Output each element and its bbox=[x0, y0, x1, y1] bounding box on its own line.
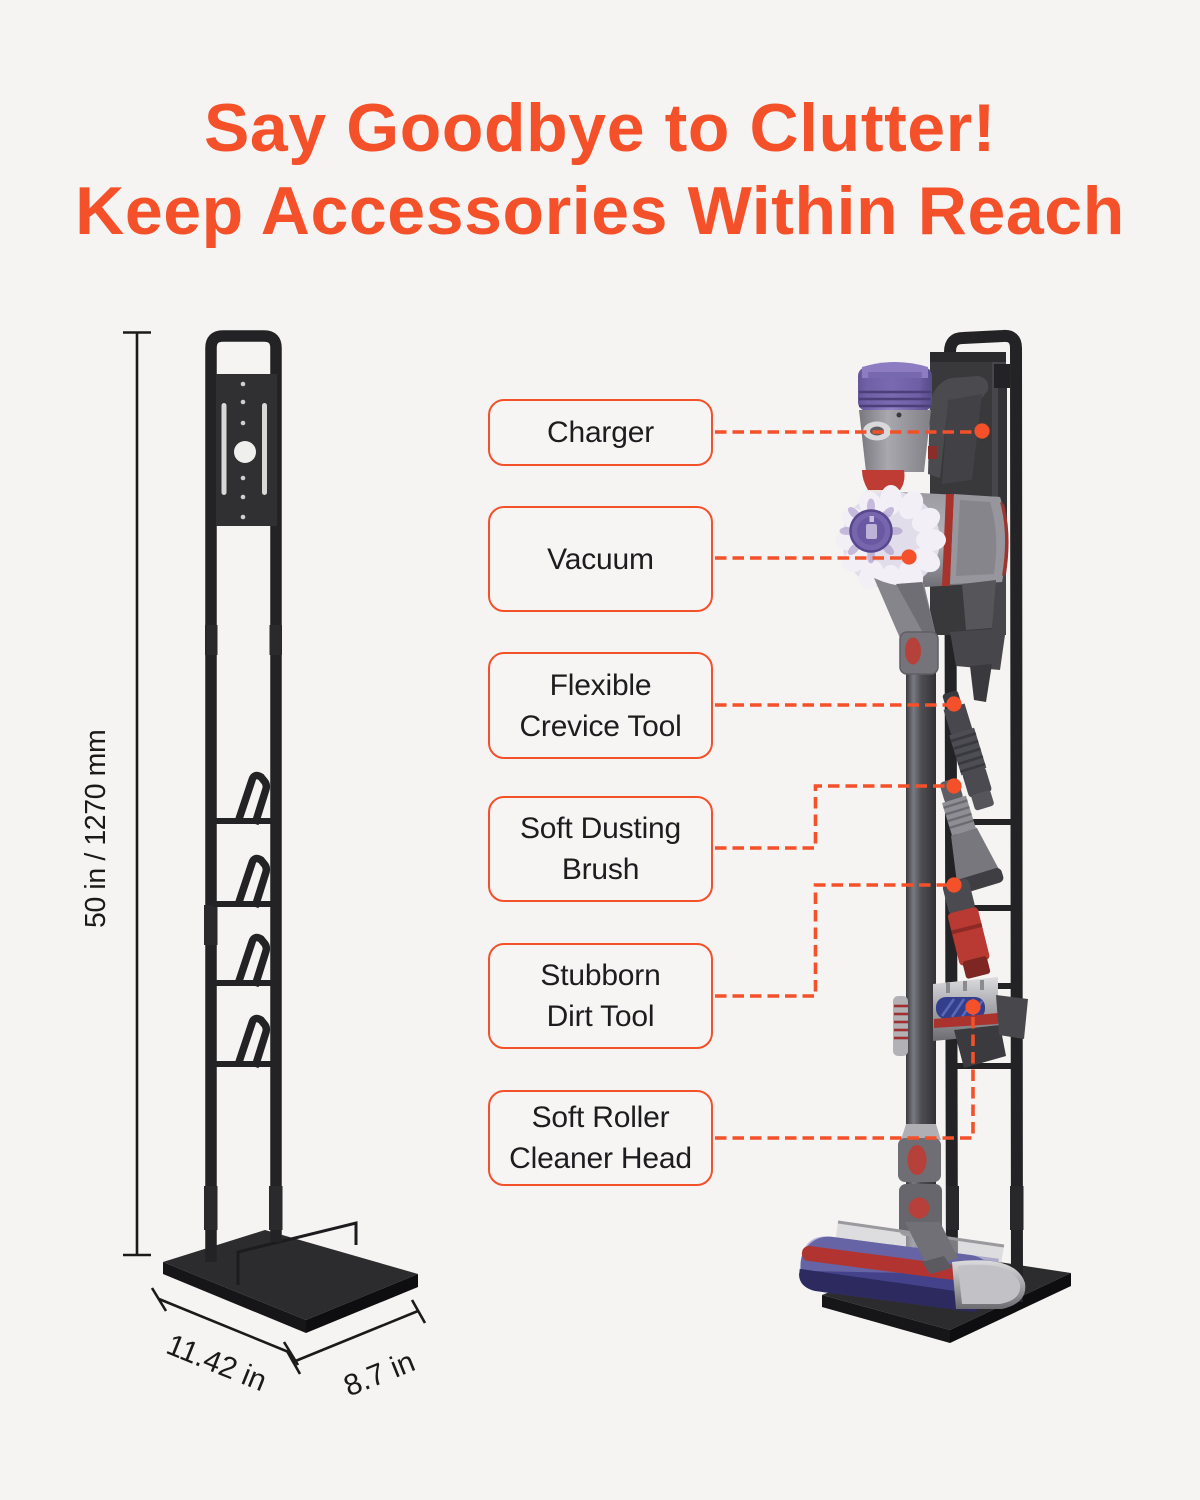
svg-text:8.7 in: 8.7 in bbox=[339, 1345, 419, 1403]
svg-text:50 in / 1270 mm: 50 in / 1270 mm bbox=[80, 730, 112, 928]
